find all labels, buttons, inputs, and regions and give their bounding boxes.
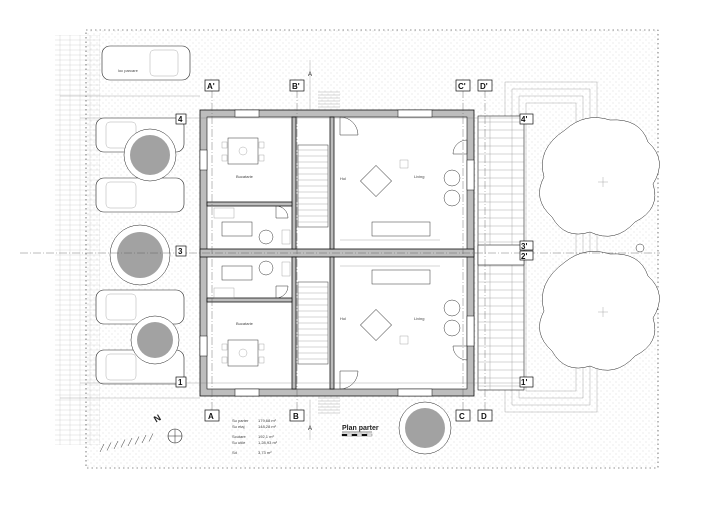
parking-label: loc parcare [118,68,139,73]
grid-top-d: D' [480,82,488,91]
grid-top-b: B' [292,82,300,91]
grid-right-2: 2' [521,252,527,261]
area-row-4-label: Su utile [232,440,246,445]
room-labels: Bucatarie Living Hol Bucatarie Living Ho… [236,174,424,326]
north-hatch-line [120,439,126,448]
north-hatch-line [99,443,105,453]
north-hatch-line [148,433,154,442]
north-hatch-line [127,437,133,447]
grid-bottom-d: D [481,412,487,421]
doors [275,116,468,390]
grid-bottom-b: B [293,412,299,421]
small-tree-3 [130,315,180,365]
grid-left-4: 4 [178,115,183,124]
grid-axes [20,60,660,440]
grid-right-1: 1' [521,378,527,387]
north-arrow: N [99,412,183,453]
scale-bar-segment [351,433,358,437]
area-row-2-label: Su etaj [232,424,245,429]
room-label-hall-top: Hol [340,176,346,181]
area-row-5-label: Sd [232,450,237,455]
grid-top-c: C' [458,82,466,91]
room-label-hall-bottom: Hol [340,316,346,321]
big-tree-top [539,117,660,237]
scale-bar-segment [341,433,348,437]
grid-left-3: 3 [178,247,183,256]
north-label: N [152,412,163,424]
area-row-3-value: 192,1 m² [258,434,274,439]
section-mark-top: A [308,72,312,78]
room-label-living-bottom: Living [414,316,424,321]
furniture [213,137,461,367]
grid-top-a: A' [207,82,215,91]
big-tree-bottom [539,251,660,371]
grid-bottom-c: C [459,412,465,421]
car-3 [95,177,185,213]
area-row-2-value: 148,28 m² [258,424,277,429]
room-label-kitchen-top: Bucatarie [236,174,254,179]
grid-labels-top: A' B' C' D' [204,79,493,92]
small-tree-1 [123,128,177,182]
scale-bar-segment [346,433,353,437]
grid-labels-left: 4 3 1 [175,113,187,388]
room-label-kitchen-bottom: Bucatarie [236,321,254,326]
scale-bar-segment [361,433,368,437]
area-row-1-value: 179,68 m² [258,418,277,423]
plan-title: Plan parter [342,425,379,432]
grid-right-4: 4' [521,115,527,124]
scale-bar-segment [356,433,363,437]
trees [109,117,660,455]
area-row-1-label: Su parter [232,418,249,423]
section-mark-bottom: A [308,426,312,432]
grid-left-1: 1 [178,378,183,387]
small-tree-2 [109,224,171,286]
area-row-3-label: Scutare [232,434,247,439]
car-4 [95,289,185,325]
plan-title-block: Plan parter [341,425,379,437]
north-hatch-line [106,442,112,451]
car-top [101,45,191,81]
area-row-5-value: 3,73 m² [258,450,272,455]
grid-bottom-a: A [208,412,214,421]
section-markers: A A [308,72,312,432]
small-tree-4 [398,401,452,455]
room-label-living-top: Living [414,174,424,179]
north-hatch-line [141,434,147,444]
area-row-4-value: 1,28,93 m² [258,440,278,445]
grid-right-3: 3' [521,242,527,251]
north-hatch-line [134,436,140,445]
staircases [297,91,340,414]
scale-bar-segment [366,433,373,437]
grid-labels-right: 4' 3' 2' 1' [519,113,534,388]
grid-labels-bottom: A B C D [204,409,493,422]
north-hatch-line [113,440,119,450]
area-table: Su parter 179,68 m² Su etaj 148,28 m² Sc… [232,418,278,455]
